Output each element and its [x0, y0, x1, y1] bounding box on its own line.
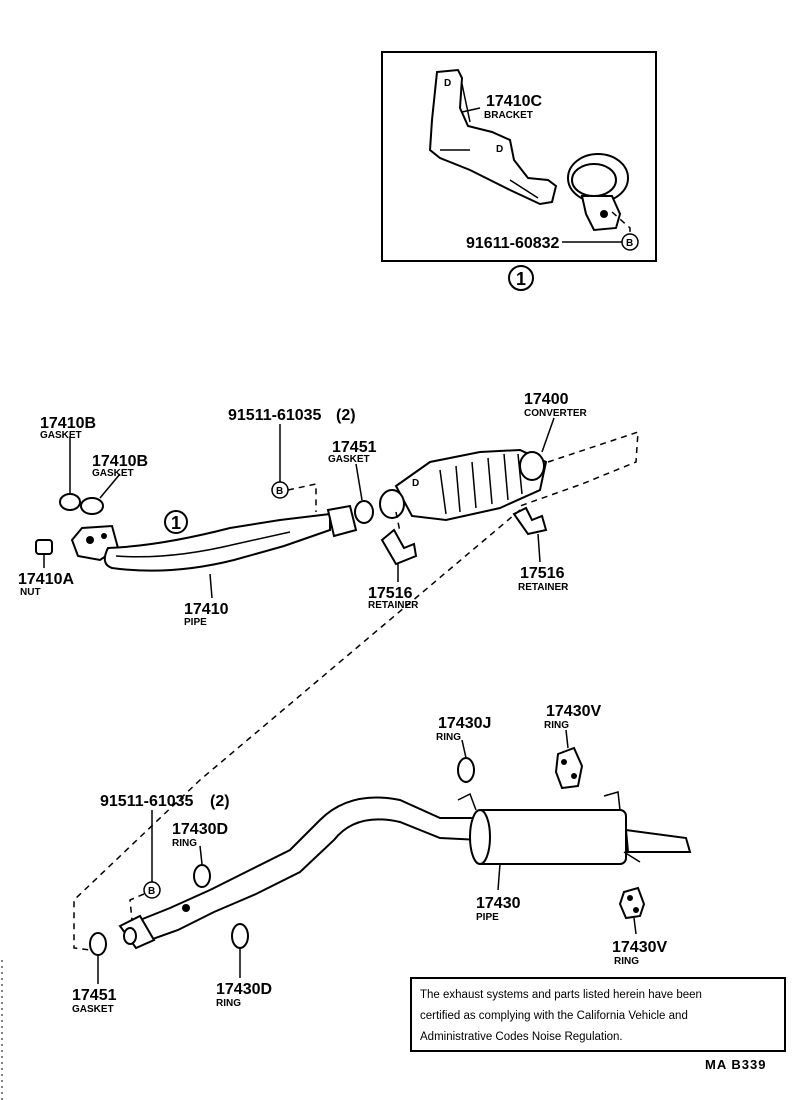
bolt-upper-marker: B — [276, 486, 283, 497]
retainer-right-number: 17516 — [520, 565, 565, 582]
front-pipe-number: 17410 — [184, 601, 229, 618]
retainer-right-name: RETAINER — [518, 582, 569, 593]
bracket-number: 17410C — [486, 93, 542, 110]
bolt-upper-qty: (2) — [336, 407, 356, 424]
ring-v-bottom-name: RING — [614, 956, 639, 967]
gasket-a-drawing — [59, 493, 81, 511]
clamp-drawing — [567, 153, 631, 240]
front-pipe-callout-circle — [164, 510, 188, 534]
inset-frame — [381, 51, 657, 262]
ring-v-top-number: 17430V — [546, 703, 601, 720]
ring-d-lower-number: 17430D — [216, 981, 272, 998]
inset-bolt-number: 91611-60832 — [466, 235, 560, 252]
gasket-a-number: 17410B — [40, 415, 96, 432]
gasket-lower-name: GASKET — [72, 1004, 114, 1015]
retainer-left-number: 17516 — [368, 585, 413, 602]
certification-note: The exhaust systems and parts listed her… — [410, 977, 786, 1052]
bracket-name: BRACKET — [484, 110, 533, 121]
gasket-b-name: GASKET — [92, 468, 134, 479]
ring-j-number: 17430J — [438, 715, 491, 732]
tail-pipe-name: PIPE — [476, 912, 499, 923]
nut-number: 17410A — [18, 571, 74, 588]
tail-pipe-drawing — [118, 791, 692, 950]
note-line-3: Administrative Codes Noise Regulation. — [420, 1031, 623, 1043]
gasket-a-name: GASKET — [40, 430, 82, 441]
bolt-lower-number: 91511-61035 — [100, 793, 194, 810]
front-pipe-callout: 1 — [171, 513, 181, 533]
inset-label: 1 — [516, 269, 526, 289]
ring-j-drawing — [457, 757, 475, 783]
front-pipe-name: PIPE — [184, 617, 207, 628]
gasket-lower-drawing — [89, 932, 107, 956]
ring-v-bottom-drawing — [618, 886, 646, 920]
retainer-left-name: RETAINER — [368, 600, 419, 611]
inset-label-circle — [508, 265, 534, 291]
ring-j-name: RING — [436, 732, 461, 743]
ring-v-top-drawing — [554, 746, 584, 790]
svg-text:D: D — [444, 78, 451, 89]
ring-d-lower-name: RING — [216, 998, 241, 1009]
retainer-left-drawing — [380, 528, 418, 566]
bracket-drawing: D D — [428, 68, 558, 206]
note-line-2: certified as complying with the Californ… — [420, 1010, 688, 1022]
gasket-b-number: 17410B — [92, 453, 148, 470]
bolt-lower-marker: B — [148, 886, 155, 897]
bolt-upper-number: 91511-61035 — [228, 407, 322, 424]
gasket-upper-number: 17451 — [332, 439, 377, 456]
note-line-1: The exhaust systems and parts listed her… — [420, 989, 702, 1001]
gasket-b-drawing — [80, 497, 104, 515]
inset-bolt-marker-circle — [621, 233, 639, 251]
ring-d-lower-drawing — [231, 923, 249, 949]
bracket-leader — [461, 107, 481, 113]
gasket-upper-name: GASKET — [328, 454, 370, 465]
retainer-right-drawing — [512, 506, 548, 536]
bolt-lower-qty: (2) — [210, 793, 230, 810]
nut-name: NUT — [20, 587, 41, 598]
gasket-lower-number: 17451 — [72, 987, 117, 1004]
converter-name: CONVERTER — [524, 408, 588, 419]
ring-d-upper-name: RING — [172, 838, 197, 849]
ring-d-upper-drawing — [193, 864, 211, 888]
converter-drawing: D — [379, 448, 548, 522]
ring-v-bottom-number: 17430V — [612, 939, 667, 956]
ring-d-upper-number: 17430D — [172, 821, 228, 838]
drawing-code: MA B339 — [705, 1057, 767, 1072]
tail-pipe-number: 17430 — [476, 895, 521, 912]
front-pipe-drawing — [70, 504, 358, 572]
inset-bolt-marker: B — [626, 238, 633, 249]
converter-number: 17400 — [524, 391, 569, 408]
svg-text:D: D — [412, 478, 419, 489]
svg-text:D: D — [496, 144, 503, 155]
gasket-upper-drawing — [354, 500, 374, 524]
connection-dashed-line — [73, 509, 521, 951]
nut-drawing — [35, 539, 53, 555]
ring-v-top-name: RING — [544, 720, 569, 731]
